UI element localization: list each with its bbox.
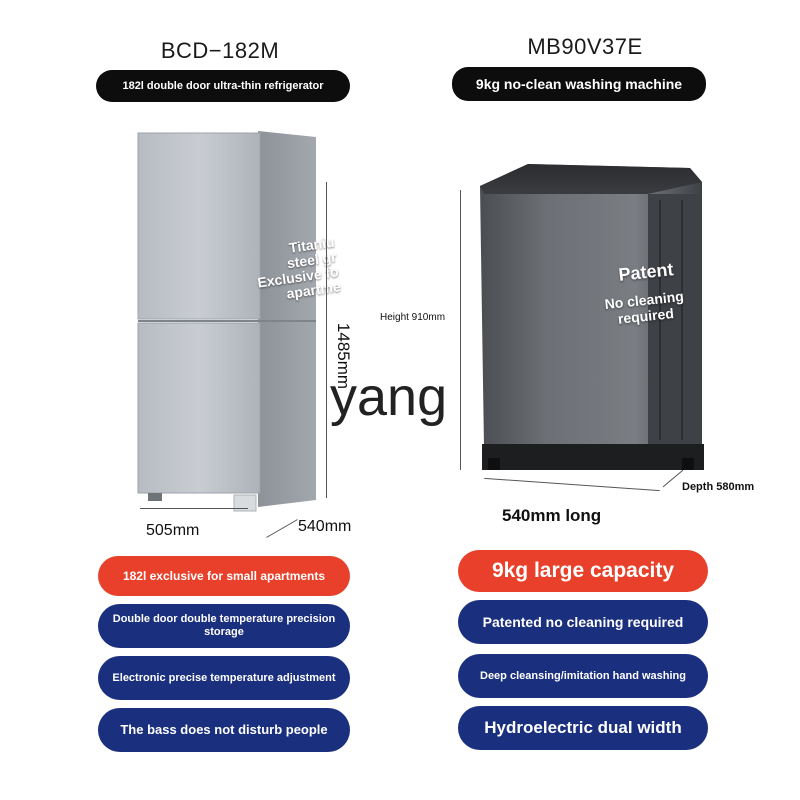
washer-length-label: 540mm long — [502, 506, 602, 525]
height-dimension-line — [326, 182, 327, 498]
washer-model-title: MB90V37E — [527, 34, 643, 59]
watermark-text: yang — [330, 367, 448, 427]
fridge-width-label: 505mm — [146, 522, 200, 539]
washer-subtitle-badge: 9kg no-clean washing machine — [452, 67, 706, 101]
washer-feature-2: Patented no cleaning required — [458, 600, 708, 644]
width-dimension-line — [140, 508, 248, 509]
fridge-feature-2: Double door double temperature precision… — [98, 604, 350, 648]
washer-depth-label: Depth 580mm — [682, 481, 755, 493]
fridge-model-title: BCD−182M — [160, 38, 280, 63]
washer-feature-3: Deep cleansing/imitation hand washing — [458, 654, 708, 698]
fridge-depth-label: 540mm — [298, 518, 352, 535]
refrigerator-image — [130, 125, 330, 525]
fridge-subtitle-badge: 182l double door ultra-thin refrigerator — [96, 70, 350, 102]
fridge-feature-1: 182l exclusive for small apartments — [98, 556, 350, 596]
washer-height-line — [460, 190, 461, 470]
fridge-feature-3: Electronic precise temperature adjustmen… — [98, 656, 350, 700]
washing-machine-image — [470, 160, 710, 480]
washer-feature-4: Hydroelectric dual width — [458, 706, 708, 750]
washer-height-label: Height 910mm — [380, 312, 446, 323]
washer-feature-1: 9kg large capacity — [458, 550, 708, 592]
fridge-feature-4: The bass does not disturb people — [98, 708, 350, 752]
